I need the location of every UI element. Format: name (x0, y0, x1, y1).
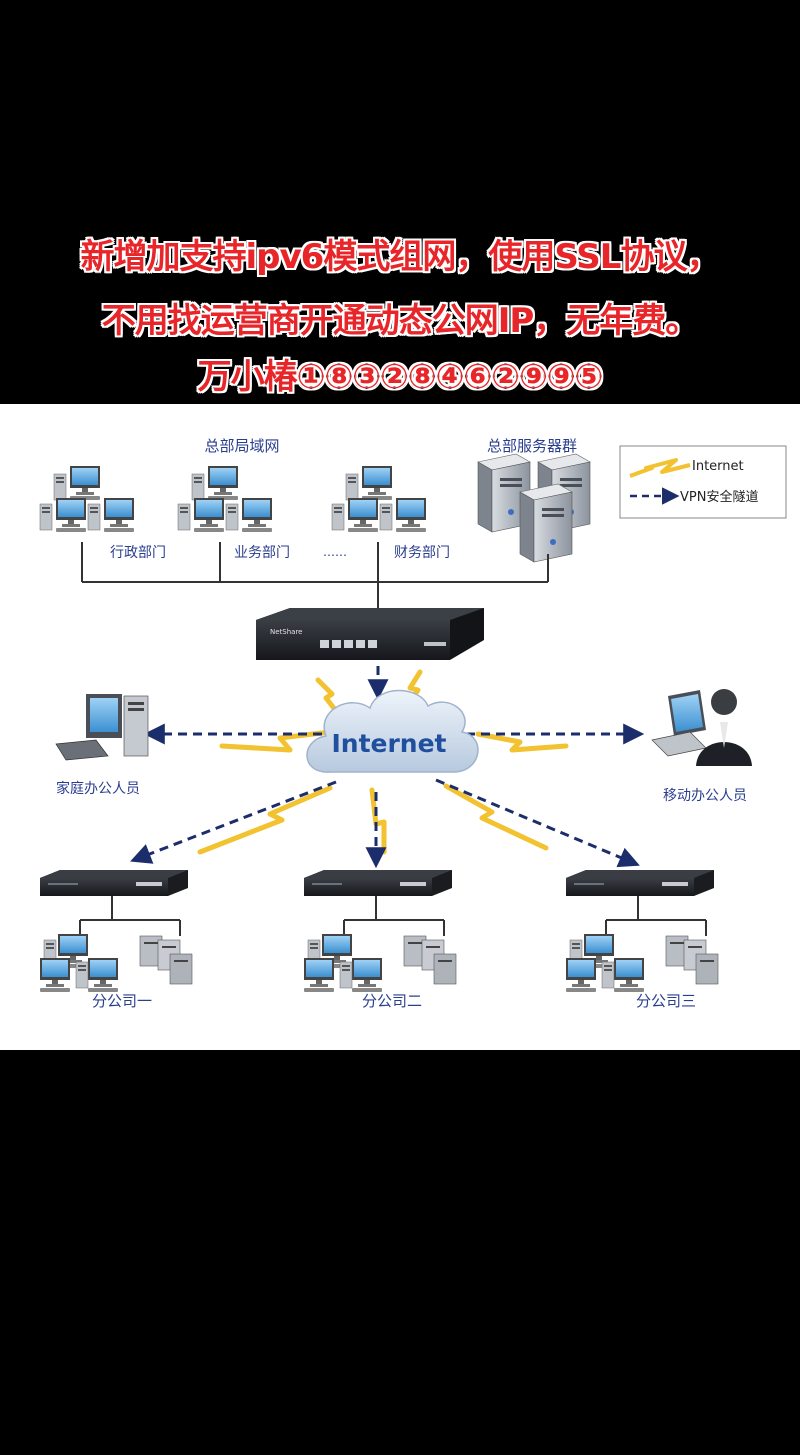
network-diagram: 总部局域网 总部服务器群 行政部门 业务部门 …… 财务部门 NetShare (0, 437, 787, 1010)
hq-servers-label: 总部服务器群 (487, 437, 577, 455)
dept-finance-label: 财务部门 (394, 545, 450, 561)
dept-finance-computers (332, 466, 426, 532)
lightning-icon (315, 677, 343, 719)
branch3-router (566, 870, 714, 896)
branch3-computers (566, 934, 718, 992)
mobile-office-label: 移动办公人员 (663, 788, 747, 804)
cloud-internet-label: Internet (331, 729, 446, 758)
hq-wiring (81, 542, 549, 610)
lightning-icon (475, 731, 569, 753)
caption-line-3: 万小椿①⑧③②⑧④⑥②⑨⑨⑤ (197, 357, 604, 397)
branch-wiring (79, 896, 707, 936)
network-diagram-panel: 总部局域网 总部服务器群 行政部门 业务部门 …… 财务部门 NetShare (0, 404, 800, 1050)
branch2-label: 分公司二 (362, 992, 422, 1010)
legend-internet-label: Internet (692, 459, 744, 474)
vpn-tunnels (130, 666, 645, 869)
vpn-tunnel-branch1 (130, 780, 337, 864)
branch1-router (40, 870, 188, 896)
branch1-label: 分公司一 (92, 992, 152, 1010)
legend-vpn-label: VPN安全隧道 (680, 489, 758, 505)
caption-line-2: 不用找运营商开通动态公网IP，无年费。 (101, 301, 700, 341)
legend-internet-lightning-icon (629, 458, 691, 478)
lightning-icon (197, 785, 333, 855)
lightning-icon (443, 783, 549, 851)
hq-vpn-router: NetShare (256, 608, 484, 660)
hq-lan-label: 总部局域网 (204, 437, 279, 455)
dept-dots: …… (323, 545, 347, 559)
mobile-office-user (651, 689, 752, 766)
caption-line-1: 新增加支持ipv6模式组网，使用SSL协议， (80, 237, 721, 277)
home-office-label: 家庭办公人员 (56, 780, 140, 797)
dept-business-computers (178, 466, 272, 532)
internet-cloud: Internet (306, 689, 479, 773)
legend: Internet VPN安全隧道 (619, 445, 787, 519)
branch2-router (304, 870, 452, 896)
dept-admin-label: 行政部门 (110, 545, 166, 561)
branch2-computers (304, 934, 456, 992)
hq-router-brand: NetShare (270, 628, 303, 636)
vpn-tunnel-branch3 (435, 778, 640, 868)
home-office-computer (55, 694, 149, 761)
dept-admin-computers (40, 466, 134, 532)
branch3-label: 分公司三 (636, 992, 696, 1010)
dept-business-label: 业务部门 (234, 545, 290, 561)
branch1-computers (40, 934, 192, 992)
lightning-icon (369, 787, 387, 855)
hq-server-group (477, 453, 591, 563)
